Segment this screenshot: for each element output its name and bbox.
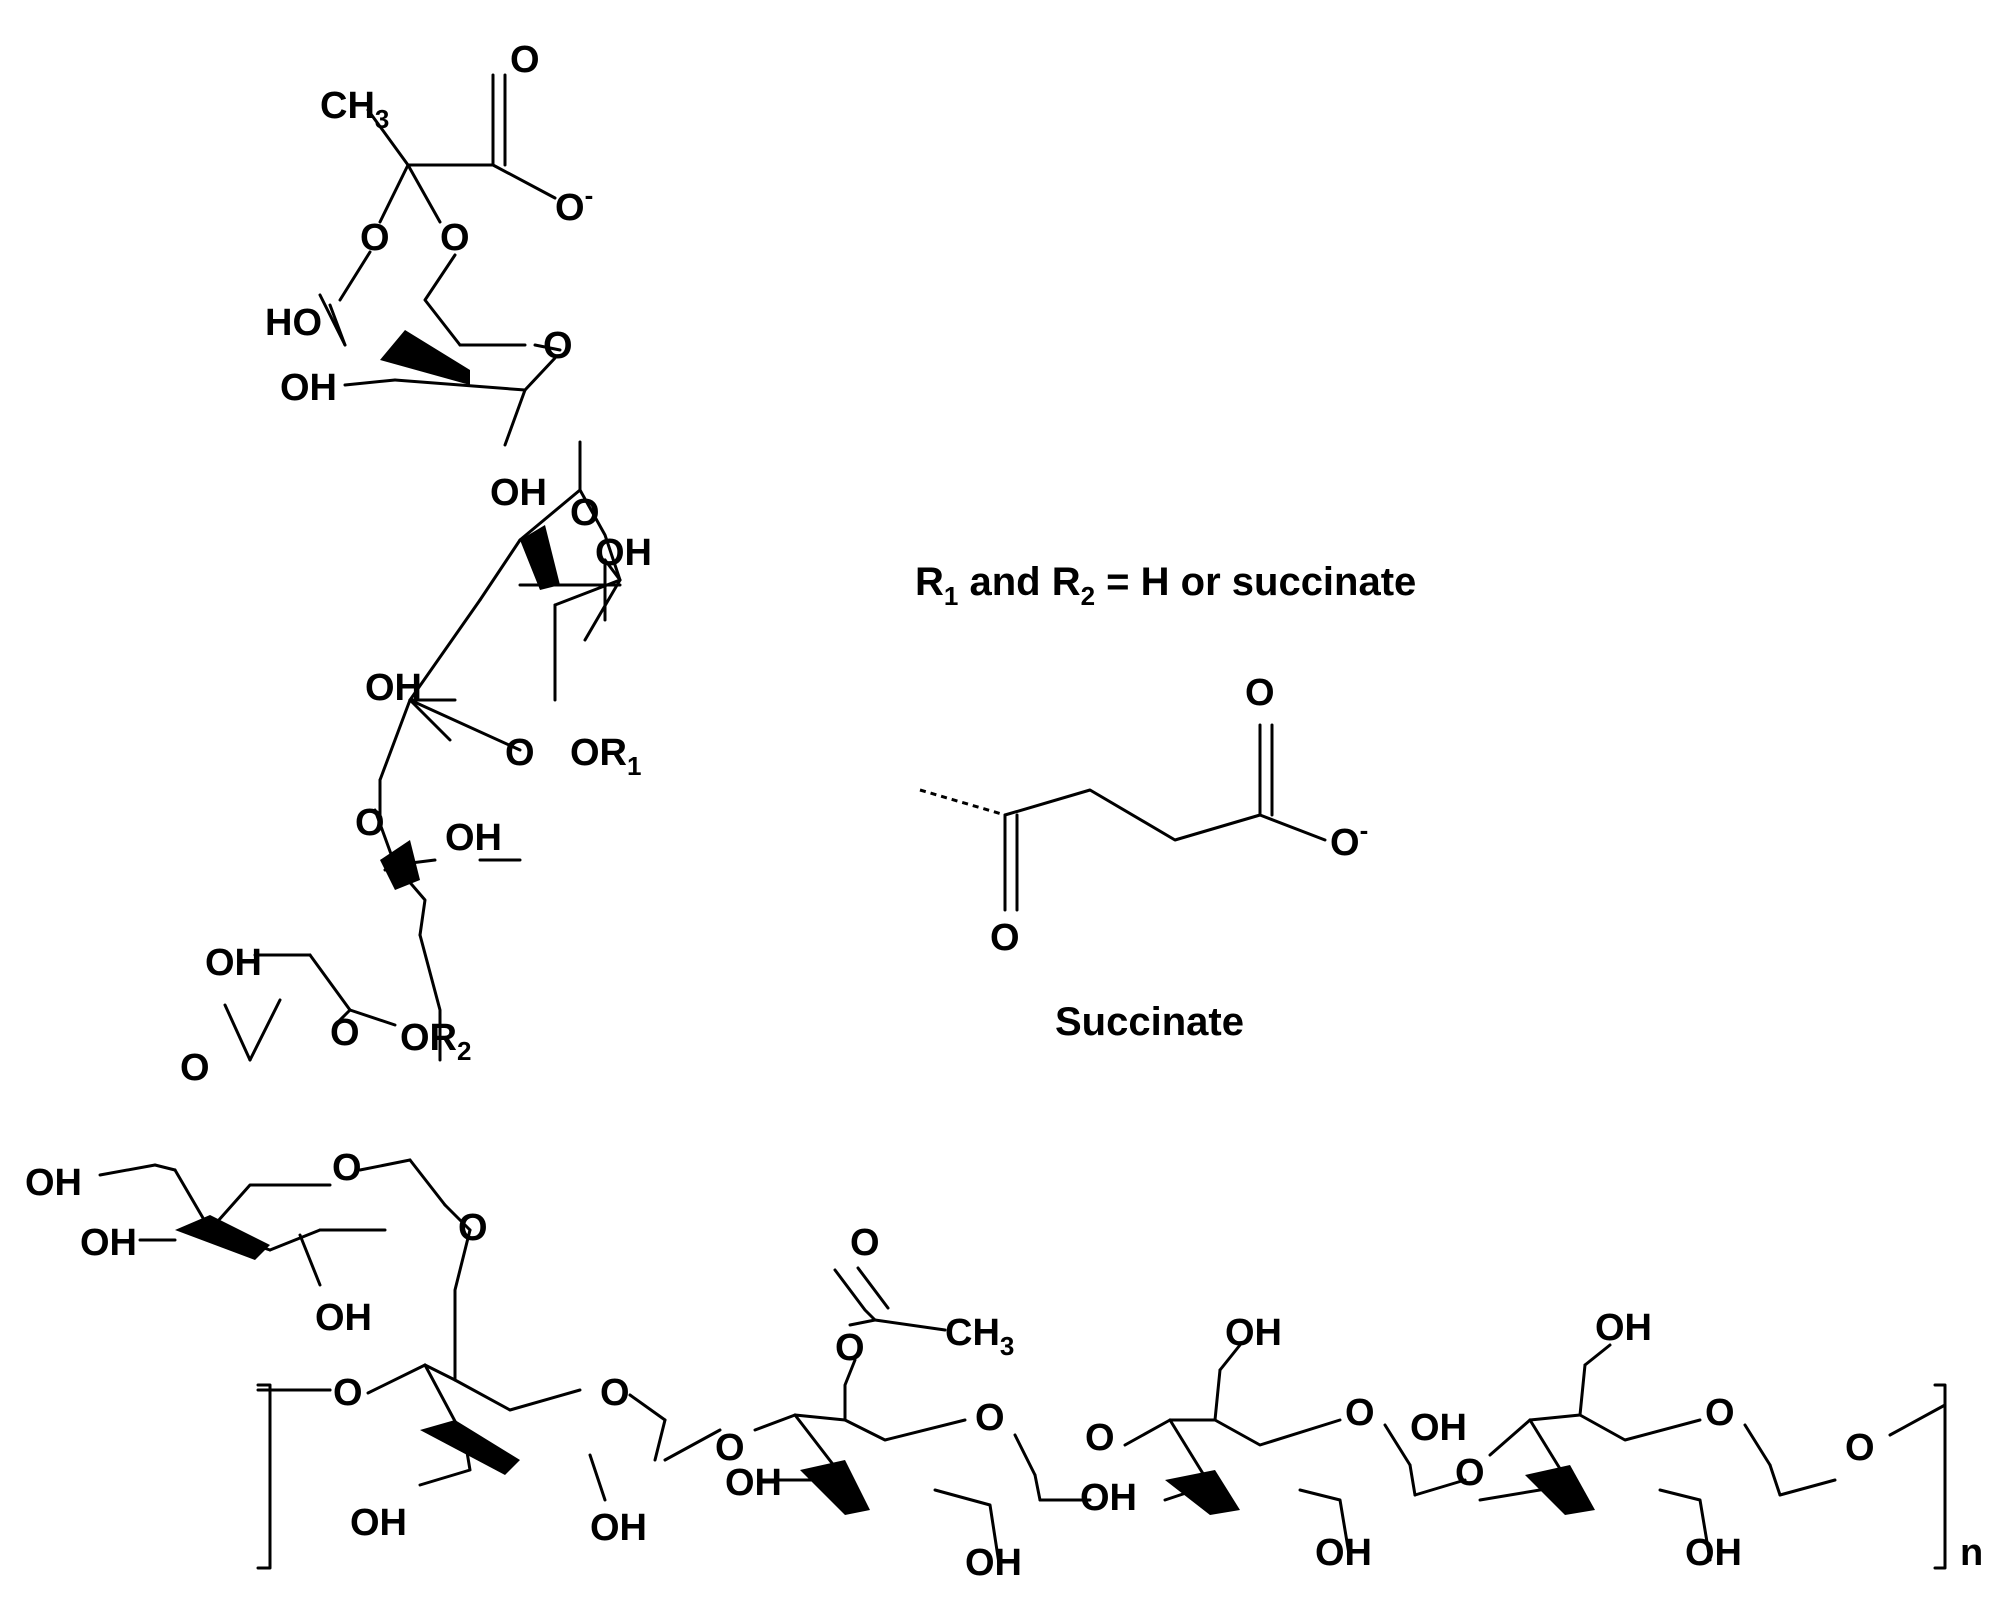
atom-o-ring-b: O [975, 1397, 1005, 1439]
atom-o-acetyl-ester: O [835, 1327, 865, 1369]
atom-o-succinate-bottom: O [990, 917, 1020, 959]
atom-o-ring-a: O [600, 1372, 630, 1414]
atom-labels: O CH3 O- O O HO O OH OH O OH OH O OR1 O … [25, 39, 1983, 1584]
atom-o-link-3-4: O [180, 1047, 210, 1089]
atom-oh-ring-d-top: OH [1595, 1307, 1652, 1349]
atom-oh-ring4-c: OH [315, 1297, 372, 1339]
atom-o-ring1: O [543, 325, 573, 367]
atom-o-ring2: O [505, 732, 535, 774]
atom-o-link-b-c: O [1085, 1417, 1115, 1459]
atom-oh-ring-c-2: OH [1315, 1532, 1372, 1574]
atom-oh-ring-b-1: OH [725, 1462, 782, 1504]
atom-oh-ring-a-1: OH [350, 1502, 407, 1544]
atom-oh-ring-b-3: OH [965, 1542, 1022, 1584]
atom-oh-ring4-a: OH [25, 1162, 82, 1204]
atom-oh-ring1-a: OH [280, 367, 337, 409]
legend: R1 and R2 = H or succinate Succinate [915, 560, 1416, 1044]
wedge-bonds [175, 330, 1595, 1515]
r-group-definition: R1 and R2 = H or succinate [915, 560, 1416, 611]
atom-oh-ring3-a: OH [445, 817, 502, 859]
atom-or1: OR1 [570, 732, 641, 781]
atom-oh-ring-c-1: OH [1410, 1407, 1467, 1449]
atom-o-link-1-2: O [570, 492, 600, 534]
succinate-caption: Succinate [1055, 1000, 1244, 1044]
atom-o-link-c-d: O [1455, 1452, 1485, 1494]
atom-o-minus-top: O- [555, 180, 593, 229]
atom-o-ketal-left: O [360, 217, 390, 259]
atom-o-ring3: O [330, 1012, 360, 1054]
atom-oh-ring-c-top: OH [1225, 1312, 1282, 1354]
atom-ch3-acetyl: CH3 [945, 1312, 1014, 1361]
atom-oh-ring-d-1: OH [1685, 1532, 1742, 1574]
atom-o-ring4: O [332, 1147, 362, 1189]
atom-o-link-a-b: O [715, 1427, 745, 1469]
atom-o-succinate-top: O [1245, 672, 1275, 714]
atom-o-ring-d: O [1705, 1392, 1735, 1434]
atom-oh-ring2-b: OH [365, 667, 422, 709]
atom-o-link-4-backbone: O [458, 1207, 488, 1249]
atom-oh-ring3-b: OH [205, 942, 262, 984]
atom-o-backbone-left: O [333, 1372, 363, 1414]
atom-or2: OR2 [400, 1017, 471, 1066]
atom-o-carbonyl-top: O [510, 39, 540, 81]
atom-oh-ring2-a: OH [595, 532, 652, 574]
atom-o-minus-succinate: O- [1330, 815, 1368, 864]
bond-lines [98, 73, 1947, 1572]
repeat-unit-n: n [1960, 1532, 1983, 1574]
atom-oh-ring4-b: OH [80, 1222, 137, 1264]
atom-o-ketal-right: O [440, 217, 470, 259]
atom-o-link-2-3: O [355, 802, 385, 844]
atom-oh-ring-a-2: OH [590, 1507, 647, 1549]
atom-oh-ring1-b: OH [490, 472, 547, 514]
atom-o-ring-c: O [1345, 1392, 1375, 1434]
atom-o-backbone-right: O [1845, 1427, 1875, 1469]
atom-o-acetyl-carbonyl: O [850, 1222, 880, 1264]
atom-ho-ring1: HO [265, 302, 322, 344]
atom-ch3-top: CH3 [320, 85, 389, 134]
atom-oh-ring-b-2: OH [1080, 1477, 1137, 1519]
